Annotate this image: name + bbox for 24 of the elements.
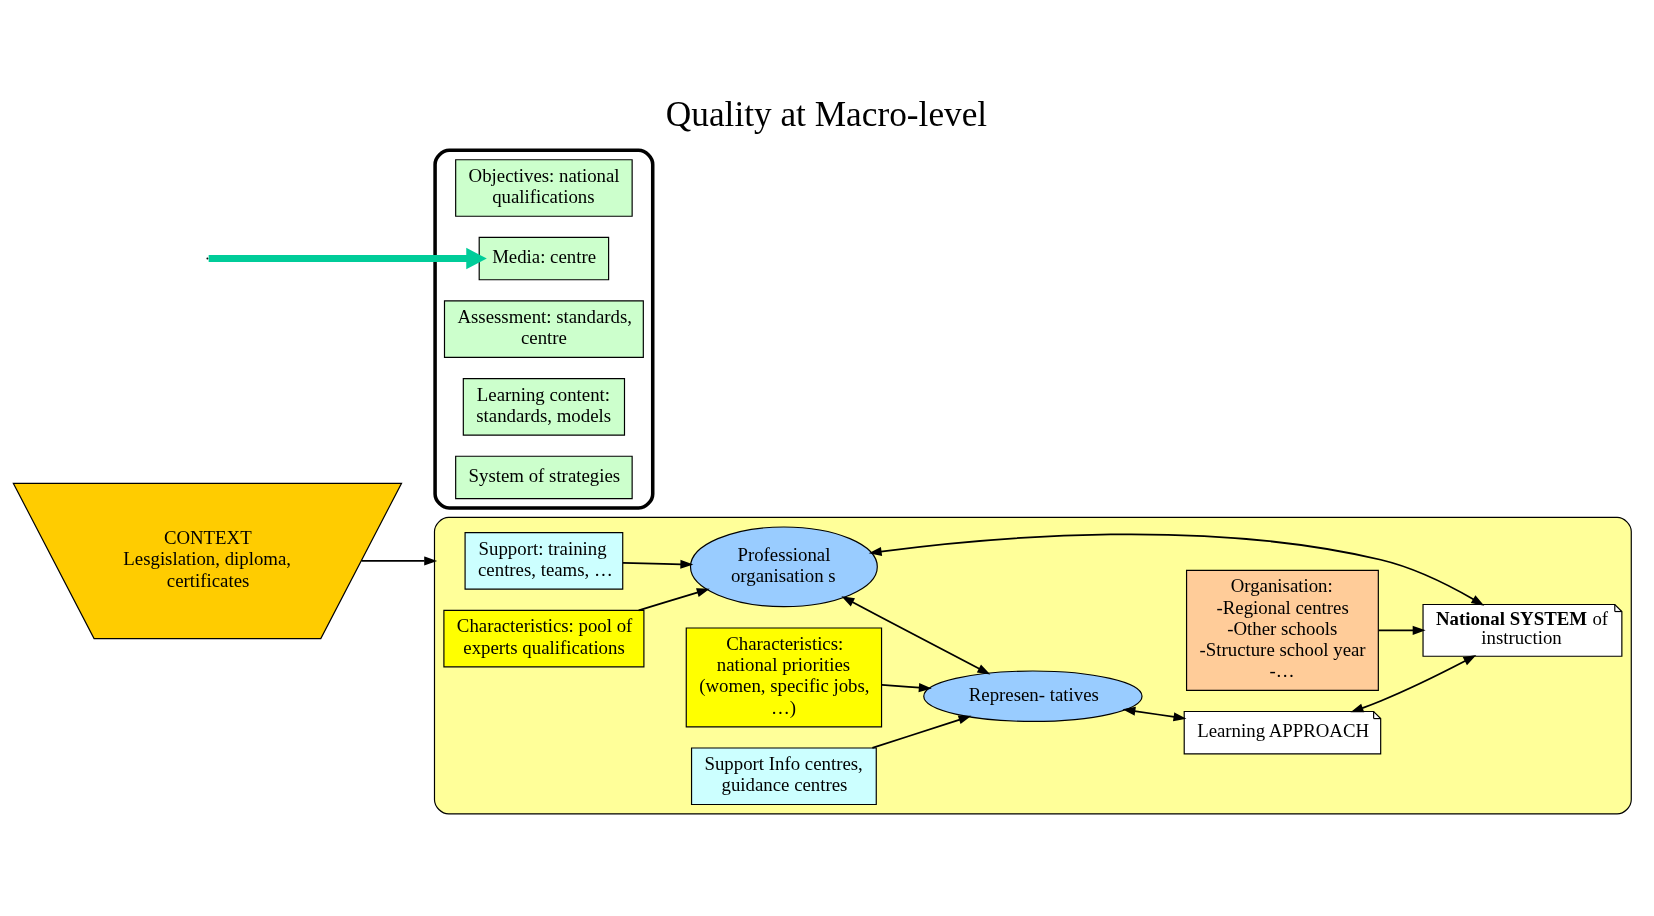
arrow [208,247,487,270]
arrow [1122,706,1187,722]
arrow [1350,655,1477,713]
node-box: Objectives: national qualifications [455,159,633,217]
arrow [871,715,972,749]
node-box: Assessment: standards, centre [443,300,644,358]
arrow [841,596,991,675]
arrow [360,556,438,566]
arrow [868,533,1485,606]
diagram-title: Quality at Macro-level [665,94,988,134]
node-box: Support: training centres, teams, … [464,532,624,590]
arrow [622,559,694,569]
node-box: Support Info centres, guidance centres [690,747,877,806]
arrow [880,683,932,693]
cluster [433,148,655,510]
arrow [1377,625,1426,635]
node-box: Learning content: standards, models [462,378,626,436]
node-box: Media: centre [478,236,610,281]
cluster [433,516,1632,815]
arrow [637,588,710,612]
node-box: Organisation: -Regional centres -Other schools -Structure school year -… [1185,569,1379,691]
node-box: Characteristics: pool of experts qualifications [443,609,645,668]
node-box: Characteristics: national priorities (women, specific jobs, …) [685,627,883,728]
node-box: System of strategies [455,455,633,500]
